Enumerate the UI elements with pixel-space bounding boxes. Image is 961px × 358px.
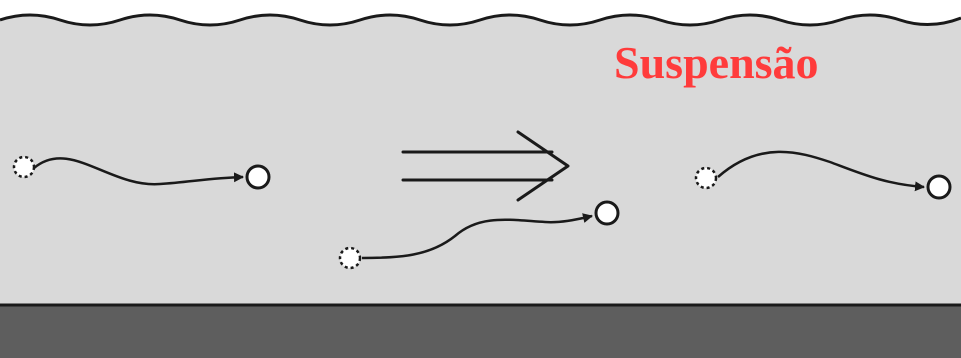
particle-start-marker-2 xyxy=(340,248,360,268)
particle-end-marker-1 xyxy=(247,166,269,188)
particle-start-marker-3 xyxy=(696,168,716,188)
particle-end-marker-3 xyxy=(928,176,950,198)
particle-start-marker-1 xyxy=(14,157,34,177)
suspension-label: Suspensão xyxy=(614,40,819,86)
particle-end-marker-2 xyxy=(596,202,618,224)
bed-layer xyxy=(0,305,961,358)
